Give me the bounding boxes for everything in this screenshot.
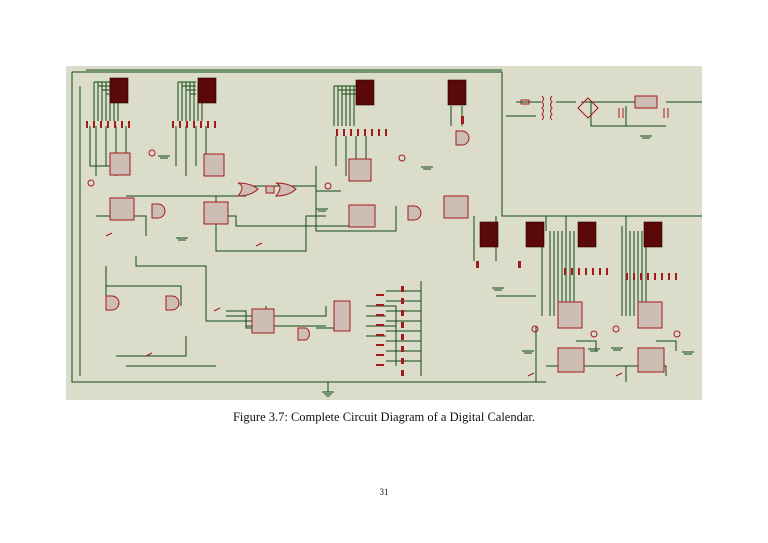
- transistor-8: [673, 330, 681, 338]
- capacitor-1: [618, 108, 624, 118]
- logic-gates: [105, 130, 470, 341]
- ic-decoder-4: [557, 301, 583, 329]
- display-day-units: [197, 77, 217, 104]
- ground-symbols: [158, 135, 694, 397]
- transistors: [87, 149, 681, 377]
- transistor-6: [590, 330, 598, 338]
- seven-segment-displays: [109, 77, 663, 248]
- ic-voltage-regulator: [634, 95, 658, 109]
- transformer-coil-secondary: [550, 95, 553, 121]
- schematic-background: [66, 66, 702, 400]
- resistor-arrays: [86, 116, 677, 376]
- ic-counter-7: [637, 347, 665, 373]
- ic-decoder-2: [203, 153, 225, 177]
- ic-decoder-1: [109, 152, 131, 176]
- display-month-tens: [355, 79, 375, 106]
- bridge-rectifier: [577, 97, 599, 119]
- and-gate-5: [165, 295, 180, 311]
- transistor-3: [324, 182, 332, 190]
- and-gate-6: [297, 327, 310, 341]
- or-gate-1: [236, 182, 259, 197]
- ic-counter-6: [557, 347, 585, 373]
- circuit-schematic: [66, 66, 702, 400]
- push-switch-1: [105, 232, 623, 377]
- and-gate-3: [455, 130, 470, 146]
- display-year-4: [643, 221, 663, 248]
- ic-decoder-3: [348, 158, 372, 182]
- buffer-gate: [265, 185, 275, 194]
- transformer-coil-primary: [541, 95, 544, 121]
- figure-caption: Figure 3.7: Complete Circuit Diagram of …: [232, 410, 535, 424]
- display-year-2: [525, 221, 545, 248]
- ic-counter-4: [443, 195, 469, 219]
- or-gate-2: [274, 182, 297, 197]
- ic-counter-1: [109, 197, 135, 221]
- and-gate-1: [151, 203, 166, 219]
- transistor-4: [398, 154, 406, 162]
- integrated-circuits: [109, 95, 665, 373]
- wiring: [71, 69, 702, 392]
- ic-555-timer: [251, 308, 275, 334]
- transistor-5: [531, 325, 539, 333]
- power-supply: [520, 95, 669, 121]
- transistor-1: [87, 179, 95, 187]
- ic-counter-2: [203, 201, 229, 225]
- capacitor-2: [663, 108, 669, 118]
- display-year-3: [577, 221, 597, 248]
- and-gate-2: [407, 205, 422, 221]
- display-month-units: [447, 79, 467, 106]
- ic-counter-3: [348, 204, 376, 228]
- input-fuse: [520, 99, 530, 105]
- display-day-tens: [109, 77, 129, 104]
- and-gate-4: [105, 295, 120, 311]
- transistor-7: [612, 325, 620, 333]
- display-year-1: [479, 221, 499, 248]
- transistor-2: [148, 149, 156, 157]
- page-number: 31: [379, 487, 389, 497]
- ic-counter-5: [333, 300, 351, 332]
- ic-decoder-5: [637, 301, 663, 329]
